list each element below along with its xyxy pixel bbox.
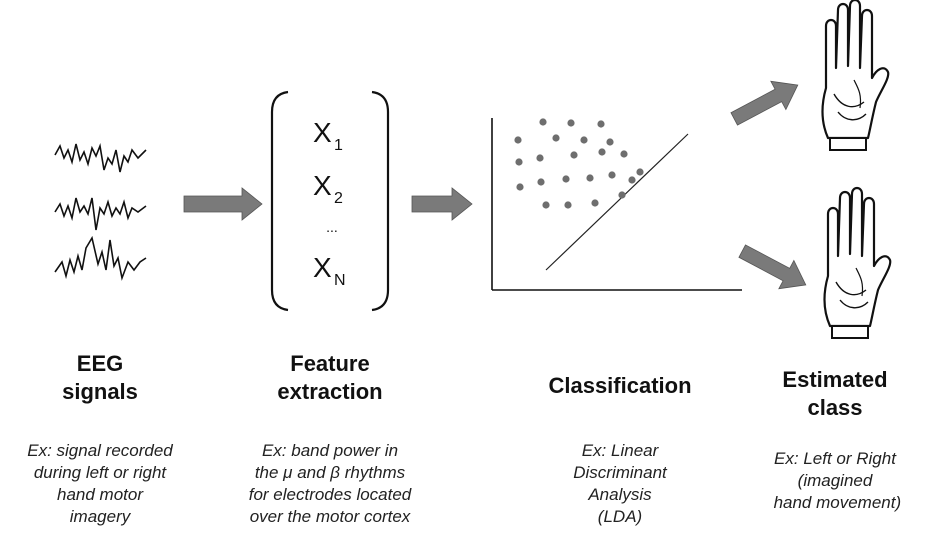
scatter-point — [552, 134, 560, 142]
scatter-point — [687, 257, 692, 267]
scatter-point — [516, 183, 524, 191]
scatter-point — [580, 136, 588, 144]
eeg-trace-2 — [54, 197, 147, 231]
scatter-point — [598, 148, 606, 156]
scatter-point — [677, 237, 682, 247]
raised-hand-icon — [821, 0, 890, 152]
scatter-point — [615, 245, 620, 255]
eeg-trace-3 — [54, 235, 147, 281]
classification-title: Classification — [548, 373, 692, 398]
scatter-point — [717, 185, 722, 195]
scatter-point — [606, 138, 614, 146]
scatter-point — [632, 203, 637, 213]
scatter-point — [591, 199, 599, 207]
scatter-point — [628, 176, 636, 184]
scatter-point — [515, 158, 523, 166]
feature-x2: X 2 — [313, 170, 343, 207]
scatter-point — [667, 260, 672, 270]
scatter-point — [586, 174, 594, 182]
scatter-point — [636, 168, 644, 176]
svg-text:X: X — [313, 170, 332, 201]
scatter-point — [542, 201, 550, 209]
feature-x1: X 1 — [313, 117, 343, 154]
scatter-point — [536, 154, 544, 162]
scatter-point — [570, 151, 578, 159]
right-arrow-icon — [183, 187, 263, 221]
left-bracket — [270, 90, 289, 312]
scatter-point — [697, 227, 702, 237]
svg-text:1: 1 — [334, 137, 343, 154]
scatter-point — [567, 119, 575, 127]
scatter-point — [597, 120, 605, 128]
scatter-point — [653, 227, 658, 237]
svg-text:2: 2 — [334, 190, 343, 207]
feature-ellipsis: ... — [326, 219, 338, 235]
feature-vector: X 1 X 2 ... X N — [270, 90, 390, 312]
scatter-point — [637, 241, 642, 251]
right-arrow-icon — [738, 244, 807, 290]
scatter-point — [562, 175, 570, 183]
decision-boundary — [545, 133, 689, 271]
scatter-point — [608, 171, 616, 179]
scatter-point — [673, 217, 678, 227]
class-left-points — [514, 118, 644, 209]
scatter-point — [514, 136, 522, 144]
scatter-point — [609, 191, 614, 201]
scatter-point — [709, 249, 714, 259]
right-arrow-icon — [411, 187, 473, 221]
right-bracket — [371, 90, 390, 312]
svg-text:X: X — [313, 117, 332, 148]
scatter-point — [627, 225, 632, 235]
eeg-trace-1 — [54, 143, 147, 173]
feature-xn: X N — [313, 252, 346, 289]
scatter-point — [625, 257, 630, 267]
class-right-points — [605, 171, 722, 270]
scatter-plot-icon — [491, 118, 742, 291]
scatter-point — [651, 257, 656, 267]
scatter-point — [687, 203, 692, 213]
svg-text:N: N — [334, 272, 346, 289]
scatter-point — [620, 150, 628, 158]
scatter-point — [709, 209, 714, 219]
right-arrow-icon — [730, 80, 799, 126]
raised-hand-icon — [823, 186, 892, 340]
scatter-point — [537, 178, 545, 186]
svg-text:X: X — [313, 252, 332, 283]
scatter-point — [605, 221, 610, 231]
scatter-point — [657, 197, 662, 207]
arrow-group — [183, 80, 807, 290]
scatter-point — [618, 191, 626, 199]
estimated-class-description: Ex: Left or Right(imagined hand movement… — [768, 449, 902, 512]
scatter-point — [564, 201, 572, 209]
eeg-waveform-icon — [54, 143, 147, 281]
scatter-point — [653, 171, 658, 181]
scatter-point — [539, 118, 547, 126]
